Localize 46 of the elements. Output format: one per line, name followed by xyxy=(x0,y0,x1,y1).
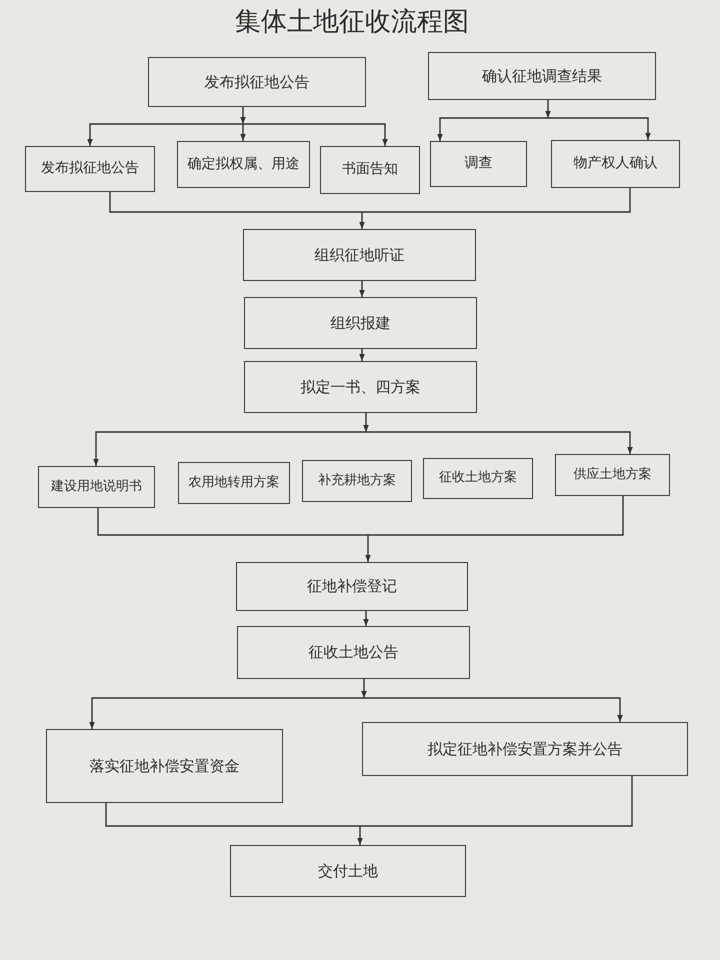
arrow xyxy=(437,117,548,141)
arrow xyxy=(240,124,246,141)
process-box: 交付土地 xyxy=(230,845,466,897)
process-box: 书面告知 xyxy=(320,146,420,194)
arrow xyxy=(366,431,633,454)
process-box: 农用地转用方案 xyxy=(178,462,290,504)
connector-line xyxy=(105,803,360,827)
arrow xyxy=(359,349,365,361)
arrow xyxy=(359,281,365,297)
arrow xyxy=(359,212,365,229)
process-box: 补充耕地方案 xyxy=(302,460,412,502)
connector-line xyxy=(97,508,368,536)
arrow xyxy=(548,117,651,140)
process-box: 确认征地调查结果 xyxy=(428,52,656,100)
connector-line xyxy=(362,188,631,213)
process-box: 组织征地听证 xyxy=(243,229,476,281)
process-box: 征地补偿登记 xyxy=(236,562,468,611)
process-box: 调查 xyxy=(430,141,527,187)
connector-line xyxy=(360,776,633,827)
arrow xyxy=(363,611,369,626)
arrow xyxy=(361,679,367,698)
process-box: 物产权人确认 xyxy=(551,140,680,188)
arrow xyxy=(243,123,388,146)
arrow xyxy=(87,123,243,146)
process-box: 征收土地公告 xyxy=(237,626,470,679)
process-box: 发布拟征地公告 xyxy=(148,57,366,107)
connector-line xyxy=(368,496,624,536)
process-box: 拟定一书、四方案 xyxy=(244,361,477,413)
process-box: 落实征地补偿安置资金 xyxy=(46,729,283,803)
arrow xyxy=(357,826,363,845)
title: 集体土地征收流程图 xyxy=(235,8,469,38)
arrow xyxy=(240,107,246,124)
process-box: 确定拟权属、用途 xyxy=(177,141,310,188)
process-box: 征收土地方案 xyxy=(423,458,533,499)
process-box: 供应土地方案 xyxy=(555,454,670,496)
process-box: 组织报建 xyxy=(244,297,477,349)
arrow xyxy=(364,697,623,722)
arrow xyxy=(365,535,371,562)
arrow xyxy=(545,100,551,118)
process-box: 拟定征地补偿安置方案并公告 xyxy=(362,722,688,776)
arrow xyxy=(363,413,369,432)
arrow xyxy=(89,697,364,729)
arrow xyxy=(93,431,366,466)
process-box: 建设用地说明书 xyxy=(38,466,155,508)
process-box: 发布拟征地公告 xyxy=(25,146,155,192)
connector-line xyxy=(109,192,362,213)
